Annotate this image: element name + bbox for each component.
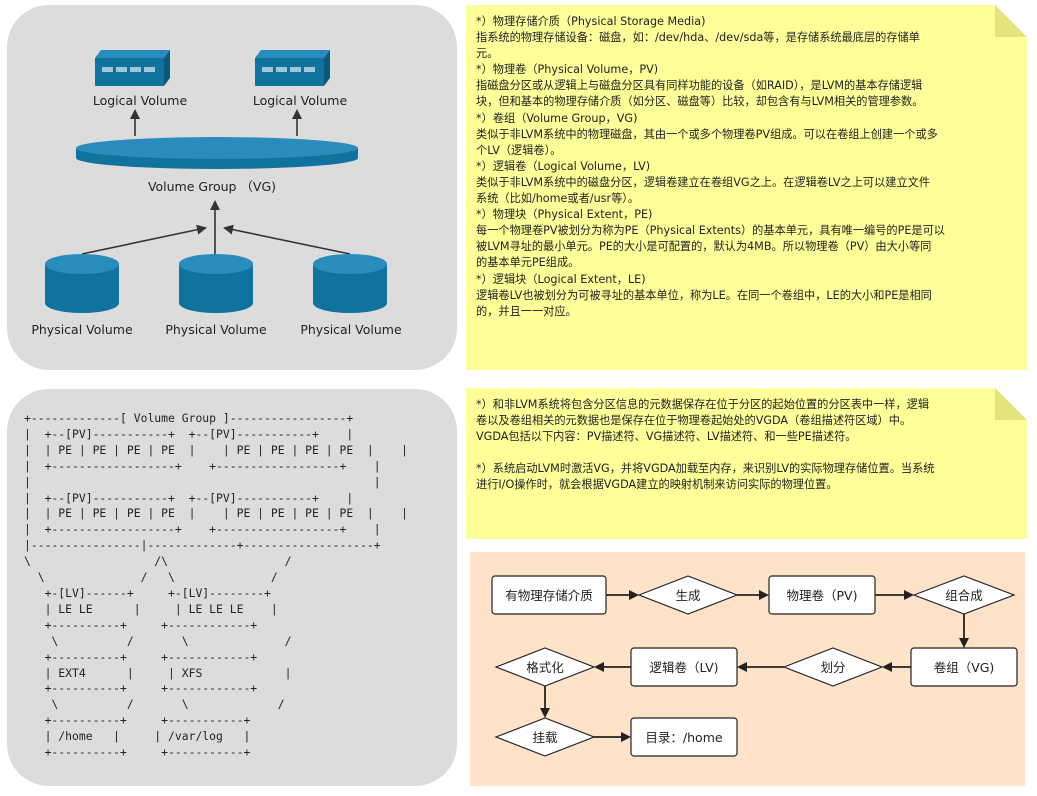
volume-group-icon <box>76 137 358 169</box>
flowchart-panel <box>470 552 1025 786</box>
definitions-line: 每一个物理卷PV被划分为称为PE（Physical Extents）的基本单元，… <box>476 224 945 238</box>
vgda-line <box>476 445 1021 461</box>
definitions-line: 指系统的物理存储设备：磁盘，如：/dev/hda、/dev/sda等，是存储系统… <box>476 31 920 45</box>
definitions-line: 系统（比如/home或者/usr等）。 <box>476 192 640 206</box>
definitions-line: 指磁盘分区或从逻辑上与磁盘分区具有同样功能的设备（如RAID），是LVM的基本存… <box>476 79 923 93</box>
definitions-line: 类似于非LVM系统中的磁盘分区，逻辑卷建立在卷组VG之上。在逻辑卷LV之上可以建… <box>476 175 931 189</box>
pv1-to-vg-arrow <box>81 224 207 255</box>
vgda-text: *）和非LVM系统将包含分区信息的元数据保存在位于分区的起始位置的分区表中一样，… <box>476 397 1021 494</box>
note-fold-corner <box>995 5 1027 37</box>
vgda-line: 进行I/O操作时，就会根据VGDA建立的映射机制来访问实际的物理位置。 <box>476 478 838 492</box>
definitions-line: 的，并且一一对应。 <box>476 304 577 318</box>
logical-volume-label-2: Logical Volume <box>253 93 348 108</box>
ascii-structure: +-------------[ Volume Group ]----------… <box>24 411 409 760</box>
physical-volume-label-1: Physical Volume <box>31 322 133 337</box>
physical-volume-label-3: Physical Volume <box>300 322 402 337</box>
vgda-line: VGDA包括以下内容：PV描述符、VG描述符、LV描述符、和一些PE描述符。 <box>476 430 857 444</box>
physical-volume-3-icon <box>313 254 387 313</box>
definitions-line: 的基本单元PE组成。 <box>476 256 580 270</box>
definitions-line: *）卷组（Volume Group，VG) <box>476 111 638 125</box>
definitions-line: 个LV（逻辑卷）。 <box>476 143 562 157</box>
note-fold-corner <box>995 388 1027 420</box>
vgda-line: 卷以及卷组相关的元数据也是保存在位于物理卷起始处的VGDA（卷组描述符区域）中。 <box>476 414 912 428</box>
ascii-structure-panel <box>7 389 457 786</box>
definitions-line: *）物理卷（Physical Volume，PV) <box>476 63 659 77</box>
pv3-to-vg-arrow <box>223 224 351 255</box>
logical-volume-label-1: Logical Volume <box>93 93 188 108</box>
vgda-line: *）系统启动LVM时激活VG，并将VGDA加载至内存，来识别LV的实际物理存储位… <box>476 462 935 476</box>
definitions-line: *）逻辑卷（Logical Volume，LV) <box>476 159 651 173</box>
physical-volume-label-2: Physical Volume <box>165 322 267 337</box>
physical-volume-2-icon <box>179 254 253 313</box>
definitions-line: 元。 <box>476 47 499 61</box>
volume-group-label: Volume Group （VG) <box>148 179 276 194</box>
definitions-line: *）物理块（Physical Extent，PE) <box>476 208 653 222</box>
definitions-line: 被LVM寻址的最小单元。PE的大小是可配置的，默认为4MB。所以物理卷（PV）由… <box>476 240 932 254</box>
lvm-diagram: Logical Volume Logical Volume Volume Gro… <box>31 50 402 337</box>
vgda-line: *）和非LVM系统将包含分区信息的元数据保存在位于分区的起始位置的分区表中一样，… <box>476 398 930 411</box>
physical-volume-1-icon <box>45 254 119 313</box>
logical-volume-1-icon <box>95 50 170 86</box>
definitions-line: 类似于非LVM系统中的物理磁盘，其由一个或多个物理卷PV组成。可以在卷组上创建一… <box>476 127 938 141</box>
definitions-line: *）逻辑块（Logical Extent，LE) <box>476 272 646 286</box>
definitions-text: *）物理存储介质（Physical Storage Media) 指系统的物理存储… <box>476 14 1016 320</box>
vgda-note: *）和非LVM系统将包含分区信息的元数据保存在位于分区的起始位置的分区表中一样，… <box>466 388 1027 539</box>
definitions-line: *）物理存储介质（Physical Storage Media) <box>476 15 706 28</box>
logical-volume-2-icon <box>255 50 330 86</box>
definitions-note: *）物理存储介质（Physical Storage Media) 指系统的物理存储… <box>466 5 1027 370</box>
definitions-line: 块，但和基本的物理存储介质（如分区、磁盘等）比较，却包含有与LVM相关的管理参数… <box>476 95 924 109</box>
definitions-line: 逻辑卷LV也被划分为可被寻址的基本单位，称为LE。在同一个卷组中，LE的大小和P… <box>476 288 932 302</box>
